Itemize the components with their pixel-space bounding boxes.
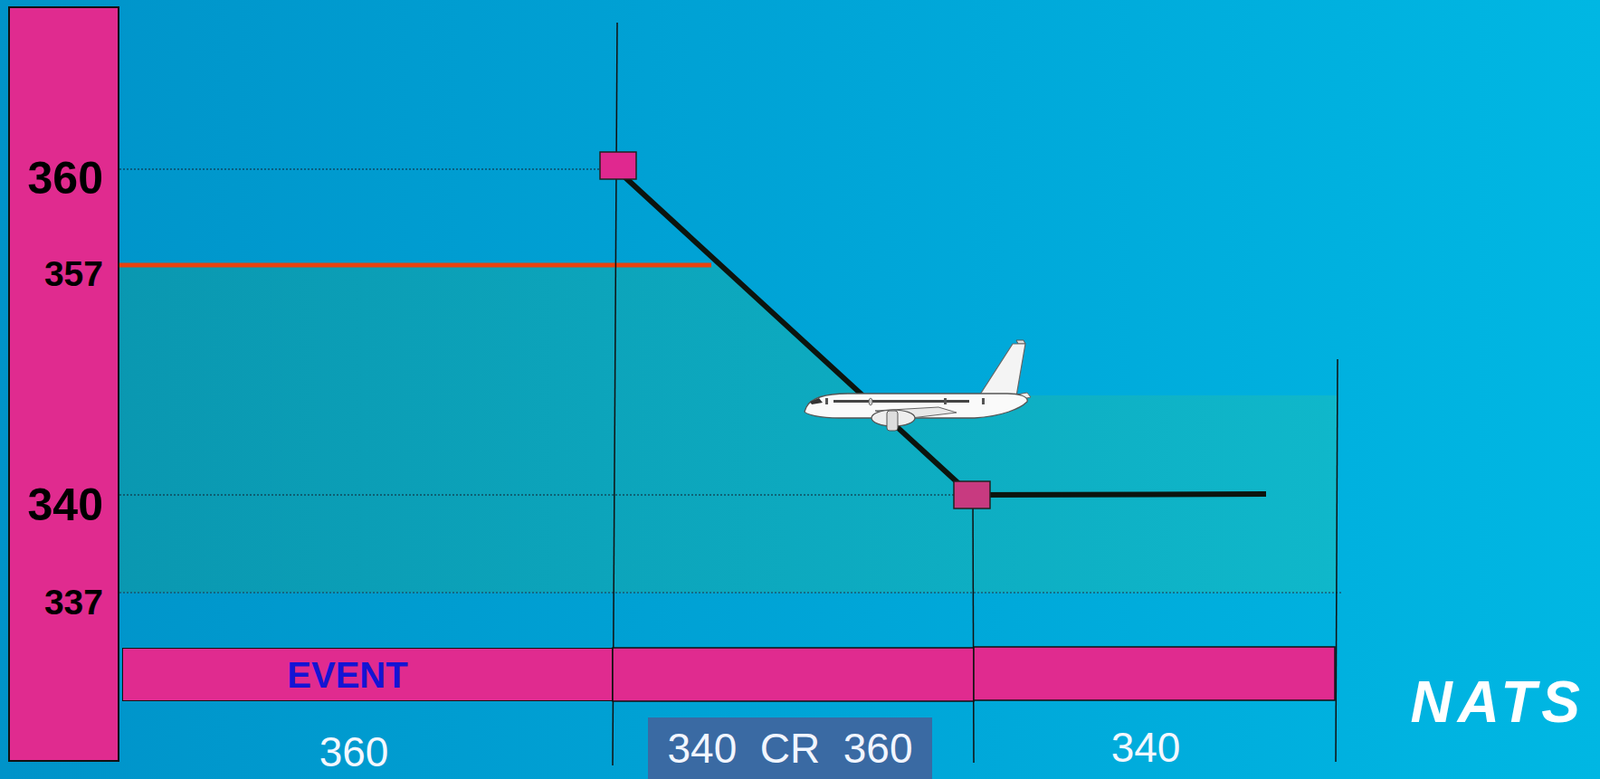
event-bar-segment xyxy=(973,647,1335,701)
flight-level: 357 xyxy=(44,256,104,292)
level-scale-bar: 360 357 340 337 xyxy=(8,6,120,762)
clearance-text: 340 CR 360 xyxy=(666,727,913,770)
level-marker xyxy=(600,152,637,180)
flight-level: 340 xyxy=(28,482,104,528)
flight-level: 337 xyxy=(44,584,104,620)
event-bar: EVENT xyxy=(122,647,613,702)
event-label: EVENT xyxy=(286,657,408,694)
logo-watermark: NATS xyxy=(1410,673,1586,732)
event-bar-segment xyxy=(612,647,974,702)
level-label: 360 xyxy=(319,731,390,773)
level-line xyxy=(119,592,1342,594)
level-marker xyxy=(953,481,991,509)
boundary-line xyxy=(972,495,974,763)
boundary-line xyxy=(1335,359,1338,762)
airplane xyxy=(804,340,1031,431)
level-line xyxy=(119,169,613,171)
level-label: 340 xyxy=(1111,726,1181,769)
limit-line xyxy=(119,263,712,268)
flight-profile xyxy=(617,170,1267,496)
flight-level: 360 xyxy=(28,155,104,201)
level-line xyxy=(119,495,960,496)
protected-area xyxy=(119,265,1337,593)
clearance-box: 340 CR 360 xyxy=(647,717,933,779)
